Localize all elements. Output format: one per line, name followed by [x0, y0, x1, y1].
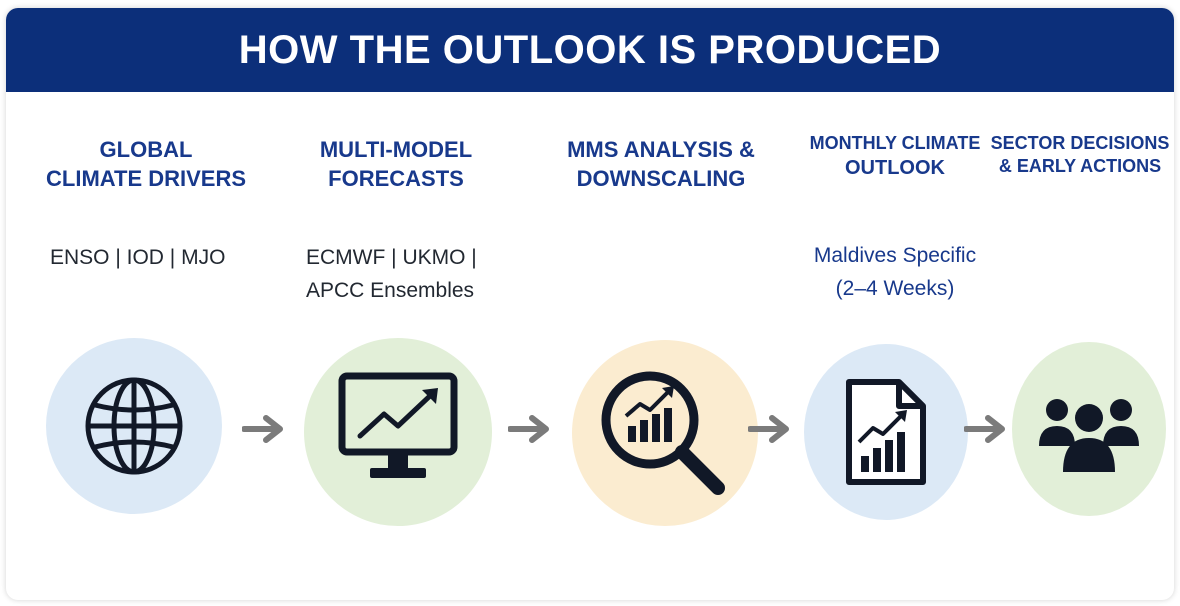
flow-arrow-1-icon [242, 415, 283, 443]
globe-icon [85, 377, 183, 475]
step-1-title-line-1: GLOBAL [99, 137, 193, 162]
step-4-title-line-1: MONTHLY CLIMATE [809, 133, 981, 153]
step-1-title-line-2: CLIMATE DRIVERS [46, 165, 247, 191]
outlook-process-card: HOW THE OUTLOOK IS PRODUCED GLOBAL CLIMA… [6, 8, 1174, 600]
step-5-title: SECTOR DECISIONS & EARLY ACTIONS [990, 132, 1170, 179]
step-3-title: MMS ANALYSIS & DOWNSCALING [546, 136, 776, 193]
step-2-detail: ECMWF | UKMO | APCC Ensembles [306, 242, 477, 307]
step-3-title-line-2: DOWNSCALING [576, 165, 746, 191]
page-title: HOW THE OUTLOOK IS PRODUCED [238, 27, 942, 72]
monitor-chart-icon [338, 372, 458, 478]
step-1-title: GLOBAL CLIMATE DRIVERS [46, 136, 246, 193]
step-5-title-line-1: SECTOR DECISIONS [990, 133, 1170, 153]
step-2-detail-line-2: APCC Ensembles [306, 278, 475, 302]
step-4-title-line-2: OUTLOOK [845, 157, 945, 180]
magnifier-chart-icon [601, 371, 725, 495]
document-chart-icon [846, 379, 926, 485]
step-1-icon-circle [46, 338, 222, 514]
step-3-icon-circle [572, 340, 758, 526]
step-3-title-line-1: MMS ANALYSIS & [567, 137, 755, 162]
people-group-icon [1039, 399, 1139, 472]
title-banner: HOW THE OUTLOOK IS PRODUCED [6, 8, 1174, 92]
step-2-icon-circle [304, 338, 492, 526]
step-2-title: MULTI-MODEL FORECASTS [296, 136, 496, 193]
step-4-detail: Maldives Specific (2–4 Weeks) [795, 240, 995, 305]
step-4-title: MONTHLY CLIMATE OUTLOOK [800, 132, 990, 181]
flow-arrow-3-icon [748, 415, 789, 443]
flow-arrow-2-icon [508, 415, 549, 443]
step-4-icon-circle [804, 344, 968, 520]
step-1-detail: ENSO | IOD | MJO [50, 242, 225, 275]
step-5-icon-circle [1012, 342, 1166, 516]
step-4-detail-line-2: (2–4 Weeks) [835, 276, 955, 300]
step-2-title-line-2: FORECASTS [328, 165, 464, 191]
step-4-detail-line-1: Maldives Specific [813, 244, 977, 267]
step-1-detail-line-1: ENSO | IOD | MJO [50, 246, 226, 269]
step-5-title-line-2: & EARLY ACTIONS [998, 156, 1162, 177]
flow-arrow-4-icon [964, 415, 1005, 443]
step-2-title-line-1: MULTI-MODEL [319, 137, 473, 162]
step-2-detail-line-1: ECMWF | UKMO | [306, 246, 477, 269]
